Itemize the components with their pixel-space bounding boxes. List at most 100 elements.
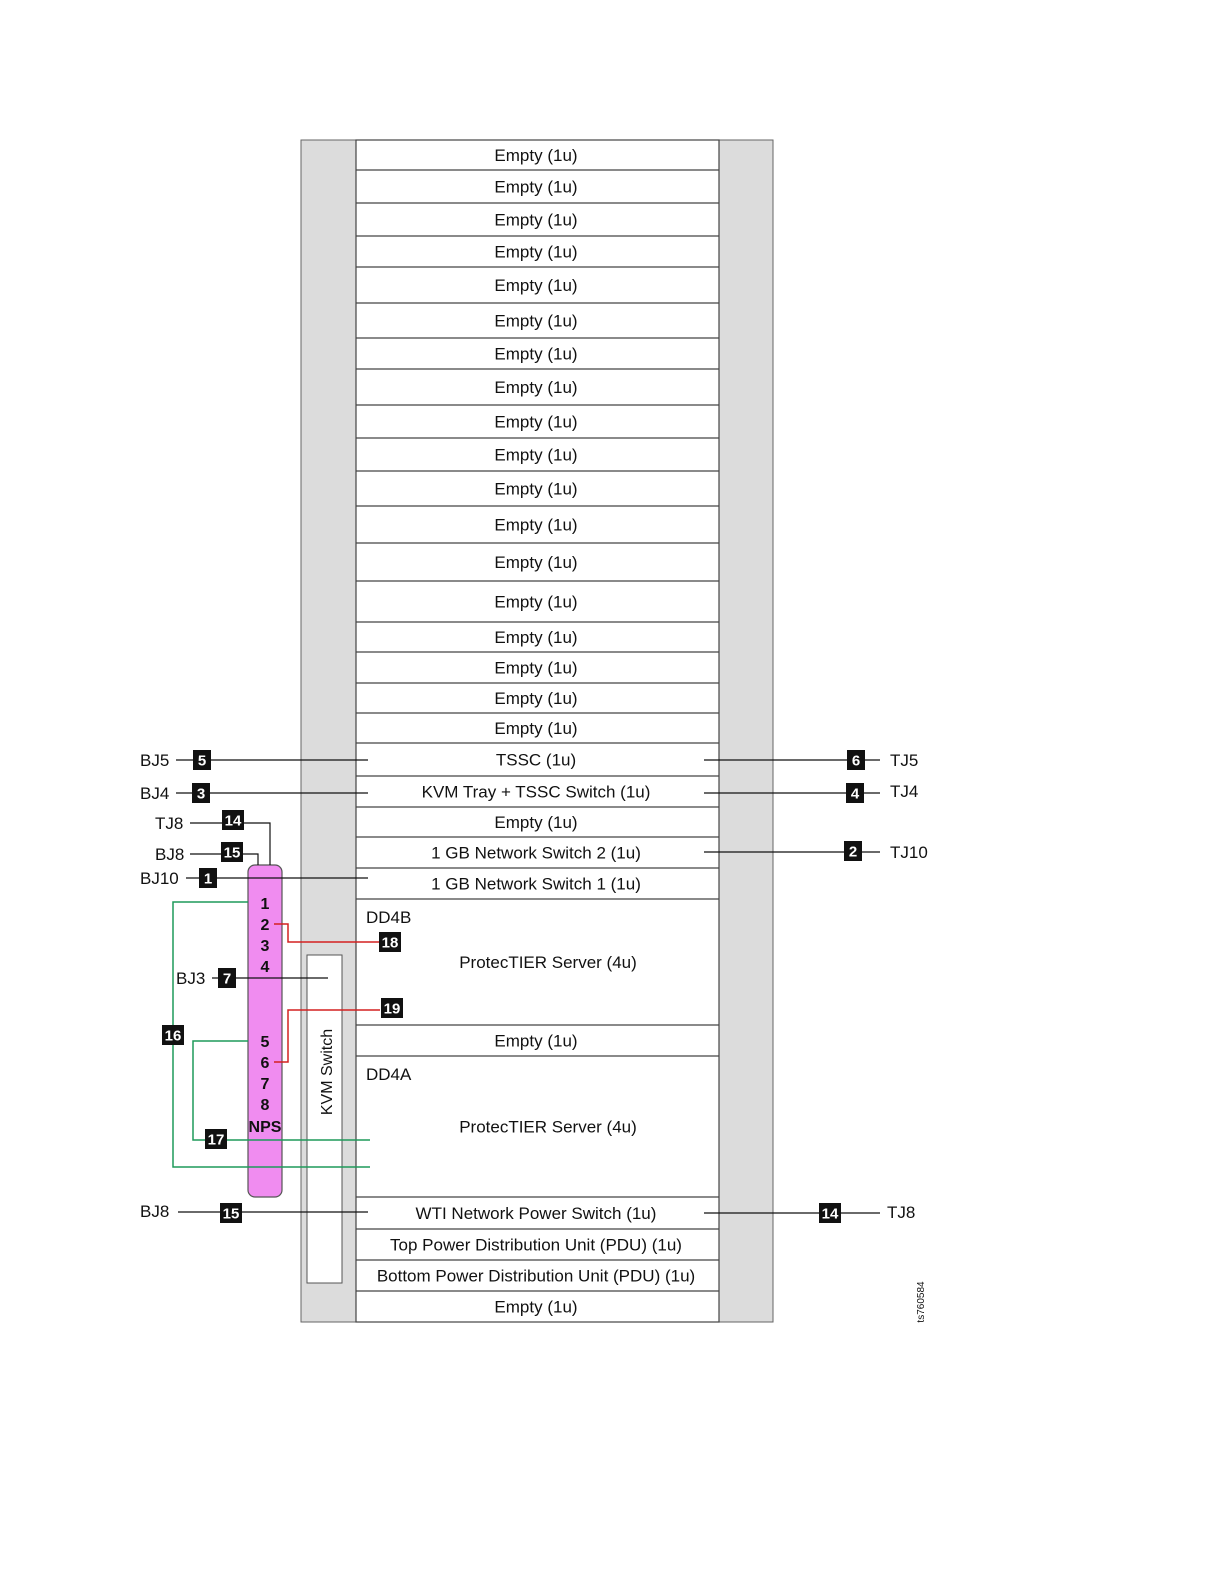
slot-label: Top Power Distribution Unit (PDU) (1u) [390, 1236, 682, 1255]
slot-label: Empty (1u) [494, 178, 577, 197]
callout-box [162, 1025, 184, 1045]
slot-label: Empty (1u) [494, 516, 577, 535]
callout-box [847, 750, 865, 770]
rack-slot: 1 GB Network Switch 1 (1u) [356, 867, 719, 894]
callout-number: 16 [165, 1028, 182, 1045]
slot-label: KVM Tray + TSSC Switch (1u) [422, 783, 651, 802]
callout-box [846, 783, 864, 803]
slot-label: WTI Network Power Switch (1u) [416, 1204, 657, 1223]
callout-1: 1 [199, 868, 217, 888]
label-tj4: TJ4 [890, 782, 918, 801]
slot-label: Empty (1u) [494, 628, 577, 647]
cable-18 [274, 923, 380, 943]
nps-strip: 1 2 3 4 5 6 7 8 NPS [247, 864, 283, 1198]
label-bj10: BJ10 [140, 869, 179, 888]
server-tag: DD4B [366, 908, 411, 927]
callout-number: 2 [849, 844, 857, 861]
callout-2: 2 [844, 841, 862, 861]
rack-slot: Empty (1u) [356, 235, 719, 262]
rack-slot: Empty (1u) [494, 146, 577, 165]
callout-number: 3 [197, 786, 205, 803]
nps-port-5: 5 [261, 1034, 270, 1051]
label-tj10: TJ10 [890, 843, 928, 862]
callout-box [844, 841, 862, 861]
slot-label: Empty (1u) [494, 413, 577, 432]
nps-title: NPS [249, 1119, 282, 1136]
label-bj4: BJ4 [140, 784, 169, 803]
rack-slot: Empty (1u) [356, 169, 719, 197]
rack-slot: Empty (1u) [356, 404, 719, 432]
slot-label: Empty (1u) [494, 345, 577, 364]
rack-slot: ProtecTIER Server (4u) DD4B [356, 898, 719, 972]
callout-number: 17 [208, 1132, 225, 1149]
callout-number: 7 [223, 971, 231, 988]
slot-label: Empty (1u) [494, 243, 577, 262]
rack-slots: Empty (1u) Empty (1u) Empty (1u) Empty (1u)… [356, 146, 719, 1317]
callout-number: 6 [852, 753, 860, 770]
rack-slot: Empty (1u) [356, 580, 719, 612]
slot-label: Empty (1u) [494, 553, 577, 572]
kvm-switch-label: KVM Switch [319, 1029, 336, 1115]
rack-center [355, 139, 720, 1323]
red-cables [274, 923, 380, 1063]
rack-slot: Empty (1u) [356, 712, 719, 738]
rack-slot: Empty (1u) [356, 302, 719, 331]
nps-port-1: 1 [261, 896, 270, 913]
slot-label: Empty (1u) [494, 276, 577, 295]
rack-slot: Empty (1u) [356, 437, 719, 465]
rack-slot: Empty (1u) [356, 505, 719, 535]
rack-slot: Empty (1u) [356, 368, 719, 397]
slot-label: Empty (1u) [494, 813, 577, 832]
slot-label: TSSC (1u) [496, 751, 576, 770]
callout-box [819, 1203, 841, 1223]
cable-17 [192, 1040, 370, 1141]
label-bj8-bottom: BJ8 [140, 1202, 169, 1221]
rack-slot: Empty (1u) [356, 621, 719, 647]
nps-port-7: 7 [261, 1076, 270, 1093]
label-bj5: BJ5 [140, 751, 169, 770]
callout-box [381, 998, 403, 1018]
callout-number: 14 [822, 1206, 839, 1223]
slot-label: 1 GB Network Switch 2 (1u) [431, 844, 641, 863]
callout-number: 15 [223, 1206, 240, 1223]
rack-slot: Empty (1u) [356, 202, 719, 230]
slot-label: ProtecTIER Server (4u) [459, 953, 637, 972]
rack-slot: ProtecTIER Server (4u)DD4A [356, 1055, 719, 1137]
nps-port-6: 6 [261, 1055, 270, 1072]
rack-slot: Empty (1u) [356, 266, 719, 295]
callout-14: 14 [222, 810, 244, 830]
label-tj5: TJ5 [890, 751, 918, 770]
callout-number: 18 [382, 935, 399, 952]
callout-15: 15 [221, 842, 243, 862]
rack-slot: 1 GB Network Switch 2 (1u) [356, 836, 719, 863]
slot-label: Empty (1u) [494, 211, 577, 230]
callout-4: 4 [846, 783, 864, 803]
nps-port-8: 8 [261, 1097, 270, 1114]
slot-label: Empty (1u) [494, 446, 577, 465]
rack-slot: Top Power Distribution Unit (PDU) (1u) [356, 1228, 719, 1255]
label-bj3: BJ3 [176, 969, 205, 988]
label-bj8-left: BJ8 [155, 845, 184, 864]
callout-7: 7 [218, 968, 236, 988]
rack-slot: Empty (1u) [356, 651, 719, 678]
callout-box [222, 810, 244, 830]
rack-slot: Empty (1u) [356, 470, 719, 499]
kvm-switch: KVM Switch [306, 954, 343, 1284]
figure-id: ts760584 [916, 1281, 927, 1323]
nps-port-3: 3 [261, 938, 270, 955]
rack-slot: Empty (1u) [356, 1290, 719, 1317]
line-tj8-left [190, 822, 271, 865]
slot-label: Empty (1u) [494, 593, 577, 612]
callout-number: 5 [198, 753, 206, 770]
callout-box [193, 750, 211, 770]
rack-slot: Empty (1u) [356, 806, 719, 832]
slot-label: Empty (1u) [494, 312, 577, 331]
slot-label: Bottom Power Distribution Unit (PDU) (1u… [377, 1267, 695, 1286]
slot-label: Empty (1u) [494, 689, 577, 708]
cable-19 [274, 1009, 380, 1063]
label-tj8-right: TJ8 [887, 1203, 915, 1222]
slot-label: Empty (1u) [494, 1298, 577, 1317]
slot-label: Empty (1u) [494, 480, 577, 499]
rack-slot: Empty (1u) [356, 542, 719, 572]
